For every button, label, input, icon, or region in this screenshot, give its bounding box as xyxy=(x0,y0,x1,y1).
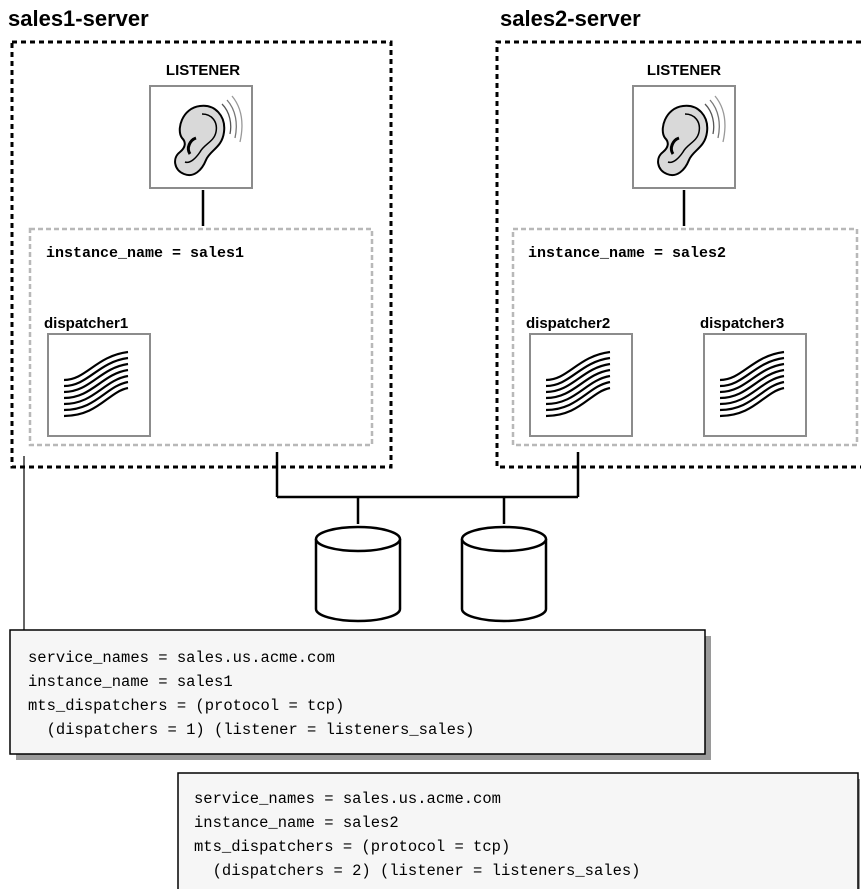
instance-label: instance_name = sales1 xyxy=(46,245,244,262)
dispatcher-label: dispatcher1 xyxy=(44,315,128,332)
database-cylinder-icon xyxy=(314,525,402,623)
config-box-sales1: service_names = sales.us.acme.com instan… xyxy=(9,629,711,760)
instance-boundary xyxy=(28,227,374,447)
server-boundary xyxy=(10,40,393,469)
config-line: mts_dispatchers = (protocol = tcp) xyxy=(194,838,510,856)
server-title: sales2-server xyxy=(500,6,641,31)
server-boundary xyxy=(495,40,861,469)
listener-label: LISTENER xyxy=(166,62,240,79)
instance-boundary xyxy=(511,227,859,447)
config-line: (dispatchers = 1) (listener = listeners_… xyxy=(28,721,474,739)
dispatcher-label: dispatcher3 xyxy=(700,315,784,332)
config-box-sales2: service_names = sales.us.acme.com instan… xyxy=(177,772,860,889)
config-line: instance_name = sales2 xyxy=(194,814,399,832)
config-line: mts_dispatchers = (protocol = tcp) xyxy=(28,697,344,715)
dispatcher-label: dispatcher2 xyxy=(526,315,610,332)
config-line: (dispatchers = 2) (listener = listeners_… xyxy=(194,862,640,880)
server-title: sales1-server xyxy=(8,6,149,31)
config-line: service_names = sales.us.acme.com xyxy=(28,649,335,667)
instance-label: instance_name = sales2 xyxy=(528,245,726,262)
config-line: instance_name = sales1 xyxy=(28,673,233,691)
config-line: service_names = sales.us.acme.com xyxy=(194,790,501,808)
listener-label: LISTENER xyxy=(647,62,721,79)
database-connectors xyxy=(275,452,580,524)
server-sales1: sales1-server LISTENER instance_name = s… xyxy=(8,6,393,469)
database-cylinder-icon xyxy=(460,525,548,623)
server-sales2: sales2-server LISTENER instance_name = s… xyxy=(495,6,861,469)
